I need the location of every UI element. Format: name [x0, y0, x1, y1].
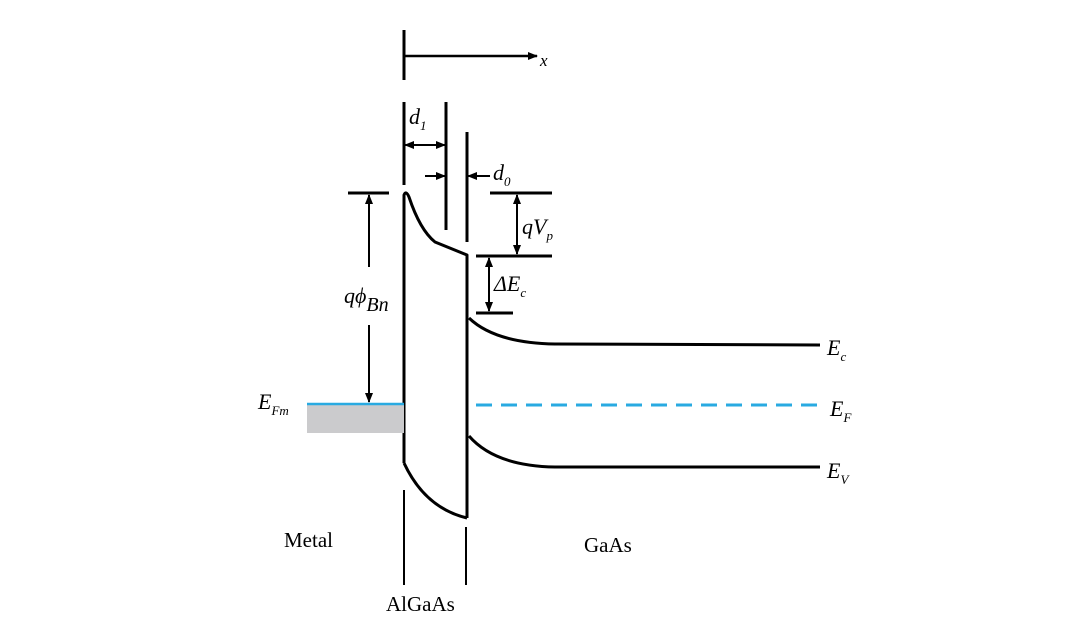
- gaas-region-label: GaAs: [584, 533, 632, 557]
- gaas-conduction-band: [467, 316, 821, 347]
- d0-label: d0: [493, 160, 511, 189]
- ev-label: EV: [826, 458, 850, 487]
- ef-label: EF: [829, 396, 852, 425]
- efm-label: EFm: [257, 389, 289, 418]
- algaas-valence-band: [402, 462, 468, 520]
- qvp-label: qVp: [522, 214, 553, 243]
- ec-label: Ec: [826, 335, 846, 364]
- metal-filled-states: [307, 405, 404, 433]
- d1-label: d1: [409, 104, 427, 133]
- metal-region-label: Metal: [284, 528, 333, 552]
- algaas-conduction-band: [402, 191, 469, 518]
- gaas-valence-band: [467, 435, 820, 469]
- qphi-bn-label: qϕBn: [344, 283, 389, 316]
- x-axis-label: x: [539, 51, 548, 70]
- delta-ec-label: ΔEc: [493, 271, 526, 300]
- algaas-region-label: AlGaAs: [386, 592, 455, 616]
